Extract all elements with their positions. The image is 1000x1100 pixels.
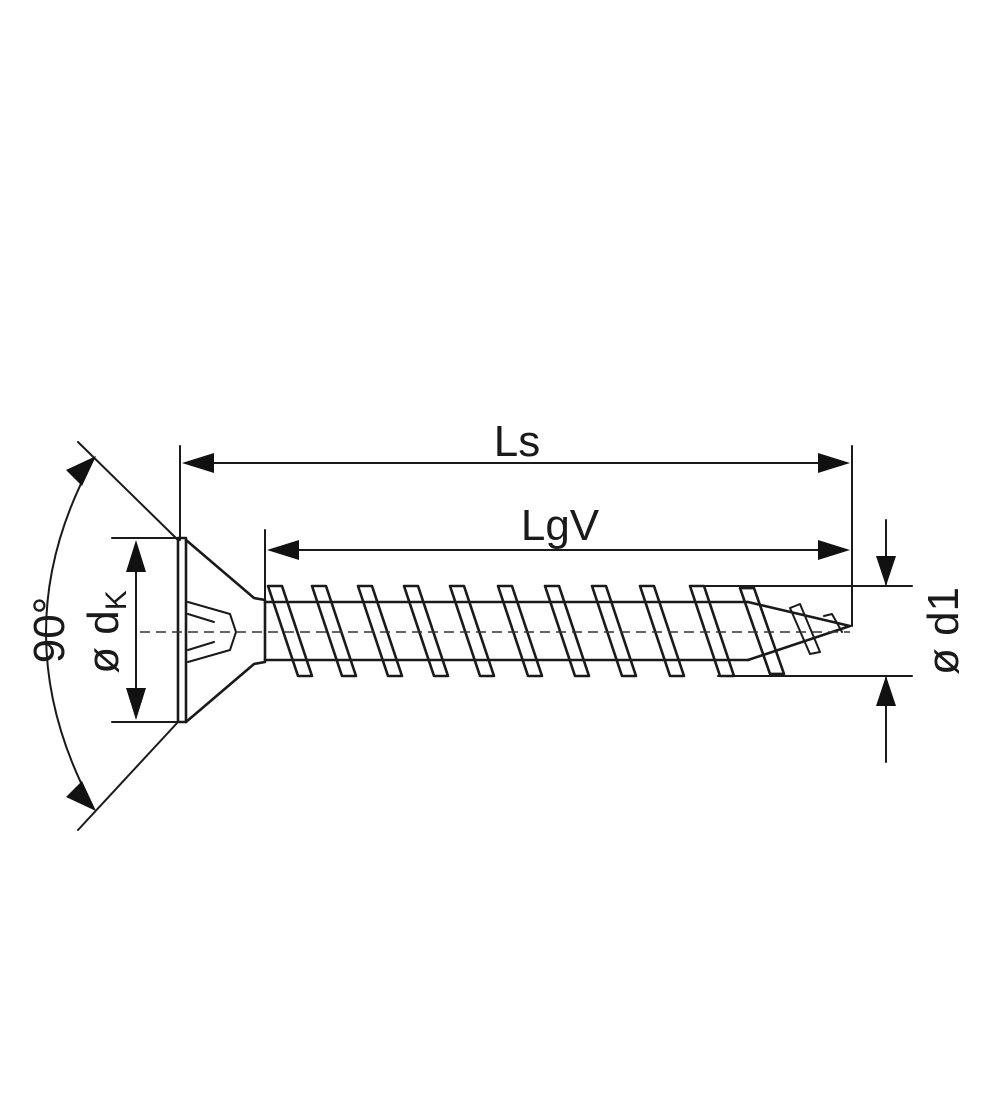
drive-recess-inner-top bbox=[187, 613, 215, 623]
head-edge-extension-bottom bbox=[77, 721, 179, 831]
head-top-face bbox=[176, 536, 188, 724]
dk-symbol: ø d bbox=[79, 610, 128, 674]
lgv-arrow-left bbox=[267, 540, 299, 560]
screw-tip bbox=[746, 600, 852, 662]
dk-label: ø dK bbox=[79, 590, 133, 674]
head-diameter-dimension: ø dK bbox=[79, 537, 181, 723]
lgv-label: LgV bbox=[521, 501, 600, 550]
lgv-dimension: LgV bbox=[264, 501, 850, 605]
dk-arrow-top bbox=[126, 540, 146, 572]
d1-label: ø d1 bbox=[919, 587, 968, 675]
d1-dimension: ø d1 bbox=[691, 519, 968, 763]
angle-arrow-top bbox=[66, 456, 96, 486]
thread-flank bbox=[638, 584, 686, 678]
ls-label: Ls bbox=[494, 417, 540, 466]
thread-flank bbox=[543, 584, 591, 678]
thread-flank bbox=[310, 584, 358, 678]
d1-arrow-top bbox=[876, 556, 896, 586]
angle-arc bbox=[45, 461, 93, 806]
angle-label: 90° bbox=[25, 597, 74, 664]
head-cone bbox=[184, 538, 267, 724]
d1-arrow-bottom bbox=[876, 676, 896, 706]
thread-flank bbox=[590, 584, 638, 678]
head-edge-extension-top bbox=[77, 441, 179, 541]
angle-arrow-bottom bbox=[66, 781, 96, 811]
ls-arrow-left bbox=[182, 453, 214, 473]
thread-flank bbox=[266, 584, 314, 678]
thread-flank bbox=[738, 586, 786, 676]
thread-flanks bbox=[266, 584, 843, 678]
thread-flank bbox=[688, 584, 736, 678]
ls-dimension: Ls bbox=[179, 417, 853, 627]
drive-recess-inner-bottom bbox=[187, 641, 215, 651]
ls-arrow-right bbox=[818, 453, 850, 473]
lgv-arrow-right bbox=[818, 540, 850, 560]
tip-thread bbox=[789, 603, 843, 655]
angle-dimension: 90° bbox=[25, 441, 179, 831]
dk-subscript: K bbox=[100, 590, 133, 610]
thread-flank bbox=[356, 584, 404, 678]
thread-flank bbox=[448, 584, 496, 678]
thread-flank bbox=[496, 584, 544, 678]
dk-arrow-bottom bbox=[126, 688, 146, 720]
screw-body bbox=[176, 536, 852, 724]
thread-flank bbox=[402, 584, 450, 678]
